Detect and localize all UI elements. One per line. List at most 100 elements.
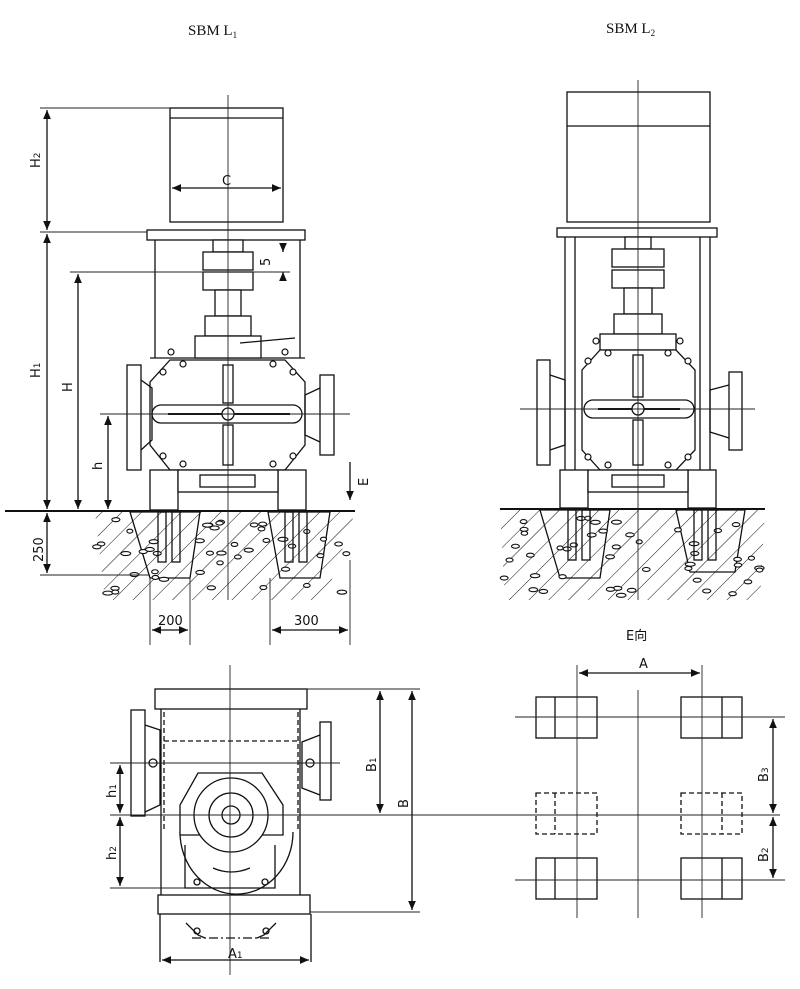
plan-discharge-flange (319, 721, 332, 801)
pebble (287, 543, 297, 549)
pebble (209, 525, 220, 531)
pebble (747, 555, 756, 561)
pebble (277, 536, 289, 542)
pebble (674, 527, 682, 533)
pebble (684, 561, 696, 567)
bolt (179, 460, 187, 468)
pebble (334, 541, 343, 547)
motor-stand-flange (146, 229, 306, 241)
dim-a1-label: A1 (228, 947, 243, 962)
pebble (556, 545, 564, 551)
pebble (586, 532, 597, 538)
pebble (755, 567, 764, 573)
pebble (713, 528, 723, 534)
optional-pad (535, 792, 598, 835)
pebble (733, 556, 742, 562)
view-e-label: E (357, 478, 372, 486)
bolt (289, 452, 297, 460)
bolt (269, 360, 277, 368)
pebble (590, 519, 601, 525)
pebble (206, 585, 217, 591)
motor-l2 (566, 91, 711, 223)
dim-b-label: B (397, 799, 412, 808)
bolt (664, 461, 672, 469)
plan-view: h1 h2 B1 B A1 (105, 665, 780, 975)
title-sbm-l2: SBM L2 (606, 21, 655, 38)
bolt (676, 337, 684, 345)
dim-b1-label: B1 (365, 757, 380, 772)
bolt (179, 360, 187, 368)
dim-gap-label: 5 (259, 258, 274, 266)
pebble (510, 543, 520, 549)
dim-h1-plan-label: h1 (105, 784, 120, 798)
pebble (519, 519, 528, 525)
pebble (152, 550, 162, 557)
pebble (215, 520, 224, 526)
dim-c-label: C (222, 174, 231, 189)
pebble (144, 546, 155, 553)
pebble (626, 587, 637, 593)
pebble (111, 589, 120, 595)
pebble (151, 574, 160, 580)
pebble (249, 522, 259, 528)
bolt (289, 368, 297, 376)
pebble (635, 539, 643, 545)
e-view-title: E向 (626, 628, 647, 644)
pebble (216, 550, 227, 556)
pebble (743, 579, 753, 585)
suction-flange-l1 (126, 364, 142, 471)
pebble (259, 585, 268, 591)
pebble (625, 532, 635, 538)
foundation-pad (535, 857, 598, 900)
title-sbm-l1: SBM L1 (188, 23, 237, 40)
pebble (641, 566, 651, 573)
pebble (529, 573, 541, 579)
dim-H-label: H (61, 382, 76, 392)
pebble (148, 539, 159, 545)
pebble (243, 547, 254, 553)
pebble (302, 582, 311, 589)
foundation-l1 (5, 510, 355, 600)
pebble (316, 553, 325, 559)
pebble (280, 566, 291, 572)
pebble (216, 560, 224, 566)
pebble (195, 569, 205, 576)
pebble (538, 588, 549, 595)
bolt (584, 453, 592, 461)
pebble (605, 586, 616, 592)
suction-flange-l2 (536, 359, 551, 466)
plan-top-plate (154, 688, 308, 710)
dim-200-label: 200 (158, 614, 183, 629)
foundation-l2 (499, 508, 765, 600)
e-view: E向 A B3 B2 (515, 628, 785, 918)
pebble (111, 517, 121, 523)
motor-l1 (169, 107, 284, 223)
pebble (158, 576, 170, 582)
pebble (520, 530, 529, 536)
pebble (319, 536, 328, 542)
dim-a-label: A (639, 657, 648, 672)
foundation-pads (535, 696, 743, 900)
dim-b2-label: B2 (757, 847, 772, 862)
side-view-l1: H2 H1 H h C 5 E 250 200 300 (5, 95, 372, 645)
pebble (499, 575, 509, 581)
dim-h2-label: H2 (29, 152, 44, 168)
bolt (604, 349, 612, 357)
bolt (269, 460, 277, 468)
dim-300-label: 300 (294, 614, 319, 629)
bolt (167, 348, 175, 356)
pebble (201, 522, 214, 528)
foundation-pad (680, 857, 743, 900)
foundation-pad (535, 696, 598, 739)
side-view-l2 (499, 80, 765, 600)
pebble (257, 526, 266, 532)
foundation-pad (680, 696, 743, 739)
plan-base-plate (157, 894, 311, 915)
pebble (262, 537, 271, 544)
pebble (230, 541, 239, 547)
bolt (592, 337, 600, 345)
bolt (664, 349, 672, 357)
pebble (505, 557, 514, 563)
pebble (605, 554, 616, 560)
discharge-flange-l2 (728, 371, 743, 451)
